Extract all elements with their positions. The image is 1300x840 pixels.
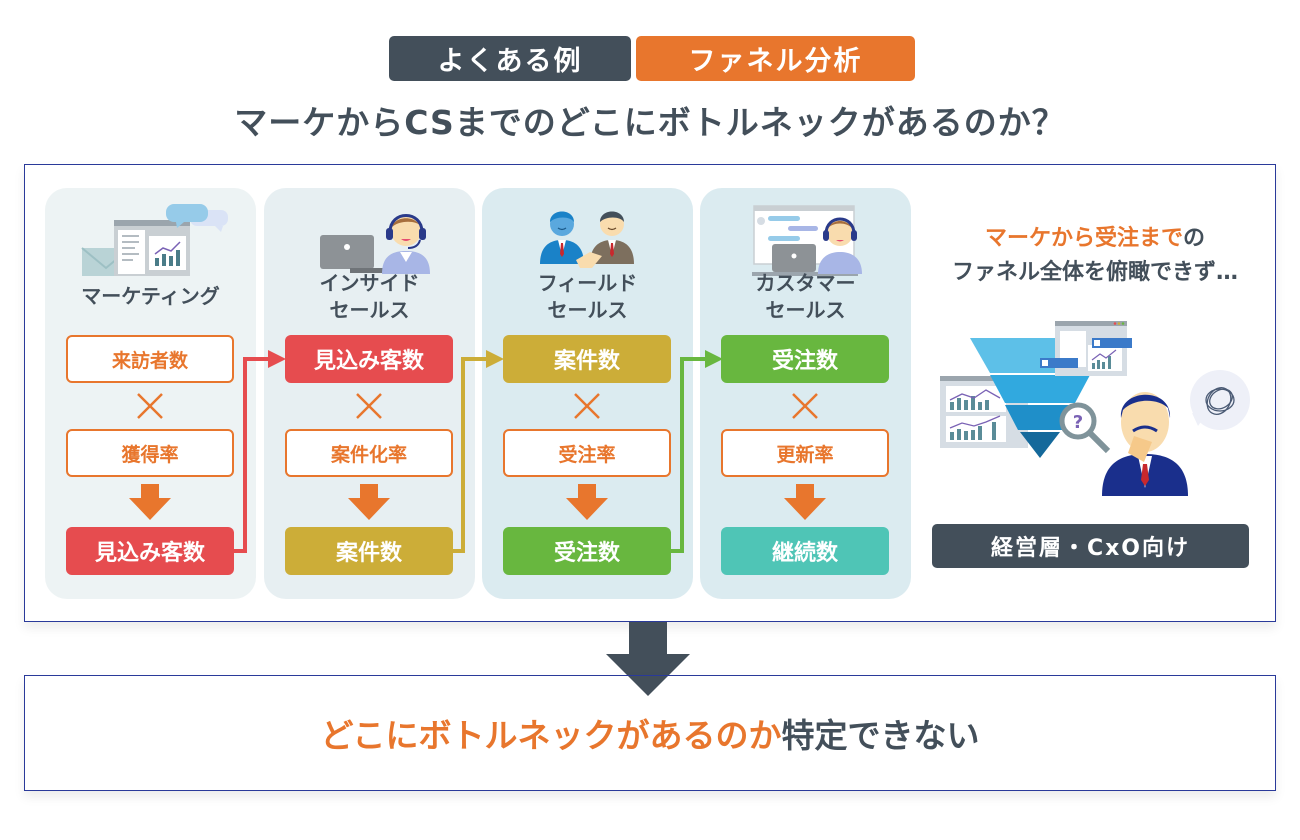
audience-badge: 経営層・CxO向け xyxy=(932,524,1249,568)
input-metric-box: 来訪者数 xyxy=(66,335,234,383)
arrow-down-icon xyxy=(129,484,171,520)
stage-title: インサイド セールス xyxy=(319,271,420,322)
rate-box: 受注率 xyxy=(503,429,671,477)
rate-box: 案件化率 xyxy=(285,429,453,477)
svg-text:?: ? xyxy=(1073,412,1083,433)
headset-operator-laptop-icon xyxy=(320,214,430,274)
conclusion-rest: 特定できない xyxy=(781,716,980,755)
stage-marketing: マーケティング 来訪者数 獲得率 見込み客数 xyxy=(45,188,256,599)
header-tags: よくある例 ファネル分析 xyxy=(389,36,915,81)
stage-inside-sales: インサイド セールス 見込み客数 案件化率 案件数 xyxy=(264,188,475,599)
page-title: マーケからCSまでのどこにボトルネックがあるのか？ xyxy=(234,103,1066,142)
rate-box: 更新率 xyxy=(721,429,889,477)
tag-topic: ファネル分析 xyxy=(636,36,915,81)
caption-highlight: マーケから受注まで xyxy=(984,226,1183,251)
arrow-down-icon xyxy=(784,484,826,520)
stage-title: カスタマー セールス xyxy=(755,271,856,322)
handshake-salesmen-icon xyxy=(540,211,634,268)
output-metric-box: 見込み客数 xyxy=(66,527,234,575)
arrow-down-icon xyxy=(606,622,690,696)
conclusion-highlight: どこにボトルネックがあるのか xyxy=(320,716,782,755)
stage-title: マーケティング xyxy=(81,284,220,308)
output-metric-box: 受注数 xyxy=(503,527,671,575)
conclusion-box: どこにボトルネックがあるのか特定できない xyxy=(24,675,1276,791)
marketing-dashboard-icon xyxy=(81,204,228,276)
output-metric-box: 継続数 xyxy=(721,527,889,575)
right-panel-caption: マーケから受注までの ファネル全体を俯瞰できず… xyxy=(951,226,1238,285)
tag-example: よくある例 xyxy=(389,36,631,81)
output-metric-box: 案件数 xyxy=(285,527,453,575)
arrow-down-icon xyxy=(348,484,390,520)
input-metric-box: 見込み客数 xyxy=(285,335,453,383)
stage-customer-sales: カスタマー セールス 受注数 更新率 継続数 xyxy=(700,188,911,599)
executive-confused-funnel-icon: ? xyxy=(940,321,1250,496)
multiply-icon xyxy=(356,393,382,419)
input-metric-box: 案件数 xyxy=(503,335,671,383)
multiply-icon xyxy=(792,393,818,419)
input-metric-box: 受注数 xyxy=(721,335,889,383)
stage-title: フィールド セールス xyxy=(537,271,638,322)
multiply-icon xyxy=(574,393,600,419)
customer-support-chat-icon xyxy=(752,205,862,276)
multiply-icon xyxy=(137,393,163,419)
stage-field-sales: フィールド セールス 案件数 受注率 受注数 xyxy=(482,188,693,599)
rate-box: 獲得率 xyxy=(66,429,234,477)
arrow-down-icon xyxy=(566,484,608,520)
